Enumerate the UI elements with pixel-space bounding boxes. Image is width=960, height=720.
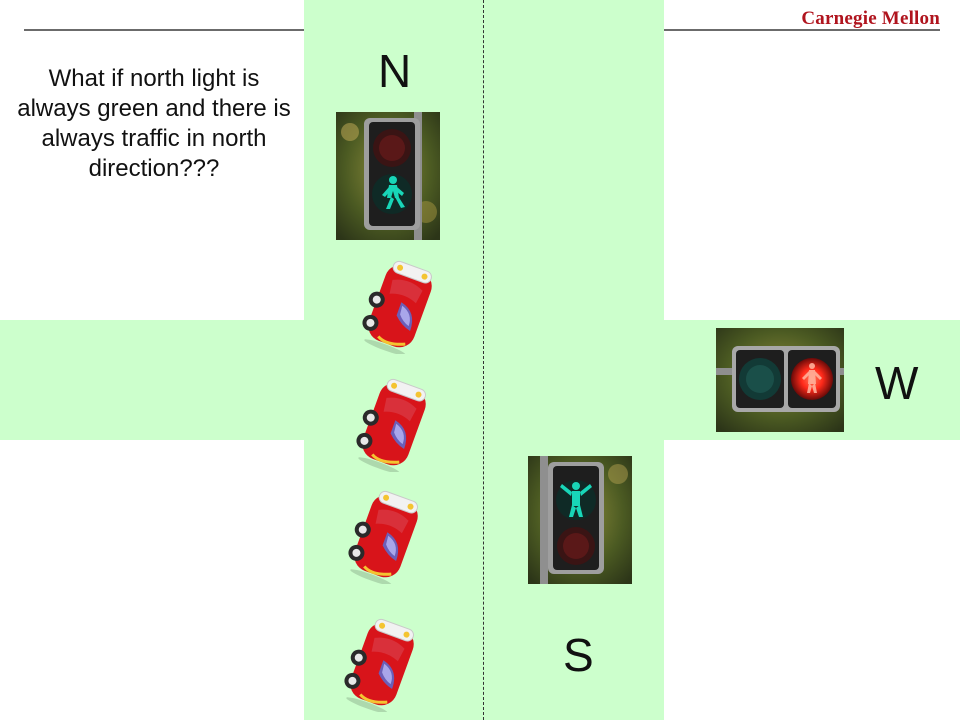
car-icon bbox=[362, 260, 432, 354]
car-icon bbox=[348, 490, 418, 584]
question-text: What if north light is always green and … bbox=[17, 65, 291, 182]
brand-logo: Carnegie Mellon bbox=[801, 8, 940, 29]
red-figure-icon bbox=[802, 363, 822, 393]
north-label: N bbox=[378, 45, 412, 97]
lane-divider bbox=[483, 0, 484, 720]
south-label: S bbox=[563, 629, 594, 681]
standing-figure-icon bbox=[560, 482, 592, 517]
car-icon bbox=[344, 618, 414, 712]
header-rule-left bbox=[24, 29, 304, 31]
north-traffic-light bbox=[336, 112, 440, 240]
south-traffic-light bbox=[528, 456, 632, 584]
walking-figure-icon bbox=[382, 176, 405, 209]
header-rule-right bbox=[664, 29, 940, 31]
west-label: W bbox=[875, 357, 919, 409]
west-traffic-light bbox=[716, 328, 844, 432]
car-icon bbox=[356, 378, 426, 472]
